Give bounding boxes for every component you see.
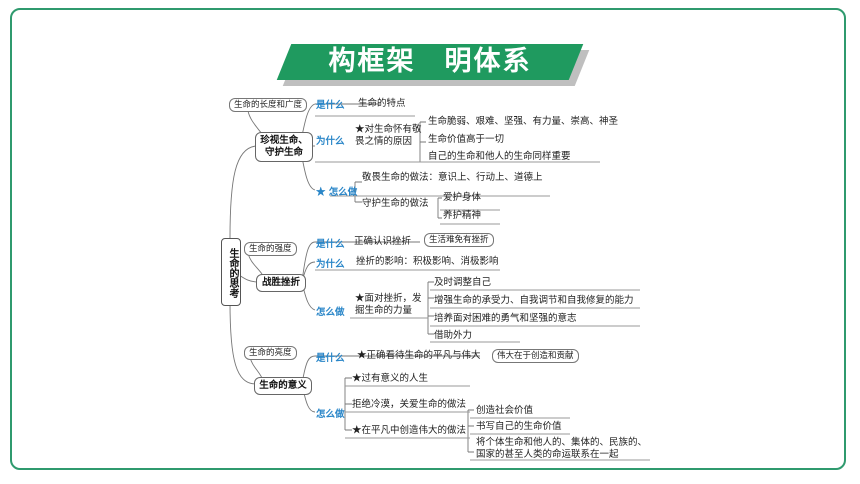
- b2-how-item-2: 增强生命的承受力、自我调节和自我修复的能力: [434, 295, 634, 306]
- b2-what-label: 是什么: [316, 239, 345, 250]
- branch3-note: 生命的亮度: [244, 346, 297, 360]
- slide-frame: [10, 8, 846, 470]
- b2-how-item-4: 借助外力: [434, 330, 473, 341]
- b3-how-label: 怎么做: [316, 409, 345, 420]
- b3-what-text: ★正确看待生命的平凡与伟大: [357, 350, 481, 361]
- note3-line: [249, 356, 263, 379]
- b2-what-note: 生活难免有挫折: [424, 233, 494, 247]
- branch1-note: 生命的长度和广度: [229, 98, 308, 112]
- b1-why-reason: ★对生命怀有敬畏之情的原因: [355, 124, 422, 147]
- b3-how-item-3: ★在平凡中创造伟大的做法: [352, 425, 467, 436]
- b2-what-text: 正确认识挫折: [354, 236, 412, 247]
- b1-what-label: 是什么: [316, 100, 345, 111]
- b1-why-item-1: 生命脆弱、艰难、坚强、有力量、崇高、神圣: [428, 116, 619, 127]
- b2-why-label: 为什么: [316, 259, 345, 270]
- b1-guard-item-2: 养护精神: [443, 210, 482, 221]
- b1-how-item-2: 守护生命的做法: [362, 198, 429, 209]
- root-branch3-line: [229, 301, 257, 385]
- b3-great-item-3: 将个体生命和他人的、集体的、民族的、国家的甚至人类的命运联系在一起: [476, 437, 648, 460]
- branch3-node: 生命的意义: [254, 377, 312, 395]
- b1-guard-item-1: 爱护身体: [443, 192, 482, 203]
- root-node: 生命的思考: [221, 238, 241, 306]
- b1-why-item-2: 生命价值高于一切: [428, 134, 505, 145]
- b2-how-item-1: 及时调整自己: [434, 277, 492, 288]
- branch1-node: 珍视生命、守护生命: [255, 132, 313, 162]
- b1-how-label: ★ 怎么做: [316, 187, 358, 198]
- b3-great-bracket: [467, 409, 474, 453]
- b1-why-bracket: [419, 121, 426, 163]
- b2-how-bracket: [427, 281, 434, 335]
- b2-why-text: 挫折的影响：积极影响、消极影响: [356, 256, 499, 267]
- b3-how-item-1: ★过有意义的人生: [352, 373, 429, 384]
- b1-how-bracket: [354, 181, 362, 203]
- b1-why-item-3: 自己的生命和他人的生命同样重要: [428, 151, 571, 162]
- b2-how-head: ★面对挫折，发掘生命的力量: [355, 293, 422, 316]
- b2-how-label: 怎么做: [316, 307, 345, 318]
- b3-how-bracket: [344, 377, 352, 431]
- b2-what-line: [301, 241, 420, 283]
- b1-how-item-1: 敬畏生命的做法：意识上、行动上、道德上: [362, 172, 543, 183]
- branch2-note: 生命的强度: [244, 242, 297, 256]
- b3-great-item-1: 创造社会价值: [476, 405, 534, 416]
- root-branch1-line: [229, 145, 257, 239]
- b3-what-label: 是什么: [316, 353, 345, 364]
- page-title: 构框架 明体系: [328, 46, 532, 77]
- b2-how-item-3: 培养面对困难的勇气和坚强的意志: [434, 313, 577, 324]
- note2-line: [247, 252, 263, 275]
- note1-line: [247, 110, 263, 135]
- b3-what-note: 伟大在于创造和贡献: [492, 349, 579, 363]
- b1-guard-bracket: [437, 197, 442, 219]
- b1-what-text: 生命的特点: [358, 98, 406, 109]
- b3-how-item-2: 拒绝冷漠，关爱生命的做法: [352, 399, 467, 410]
- b1-why-label: 为什么: [316, 136, 345, 147]
- branch2-node: 战胜挫折: [256, 274, 306, 292]
- b3-great-item-2: 书写自己的生命价值: [476, 421, 562, 432]
